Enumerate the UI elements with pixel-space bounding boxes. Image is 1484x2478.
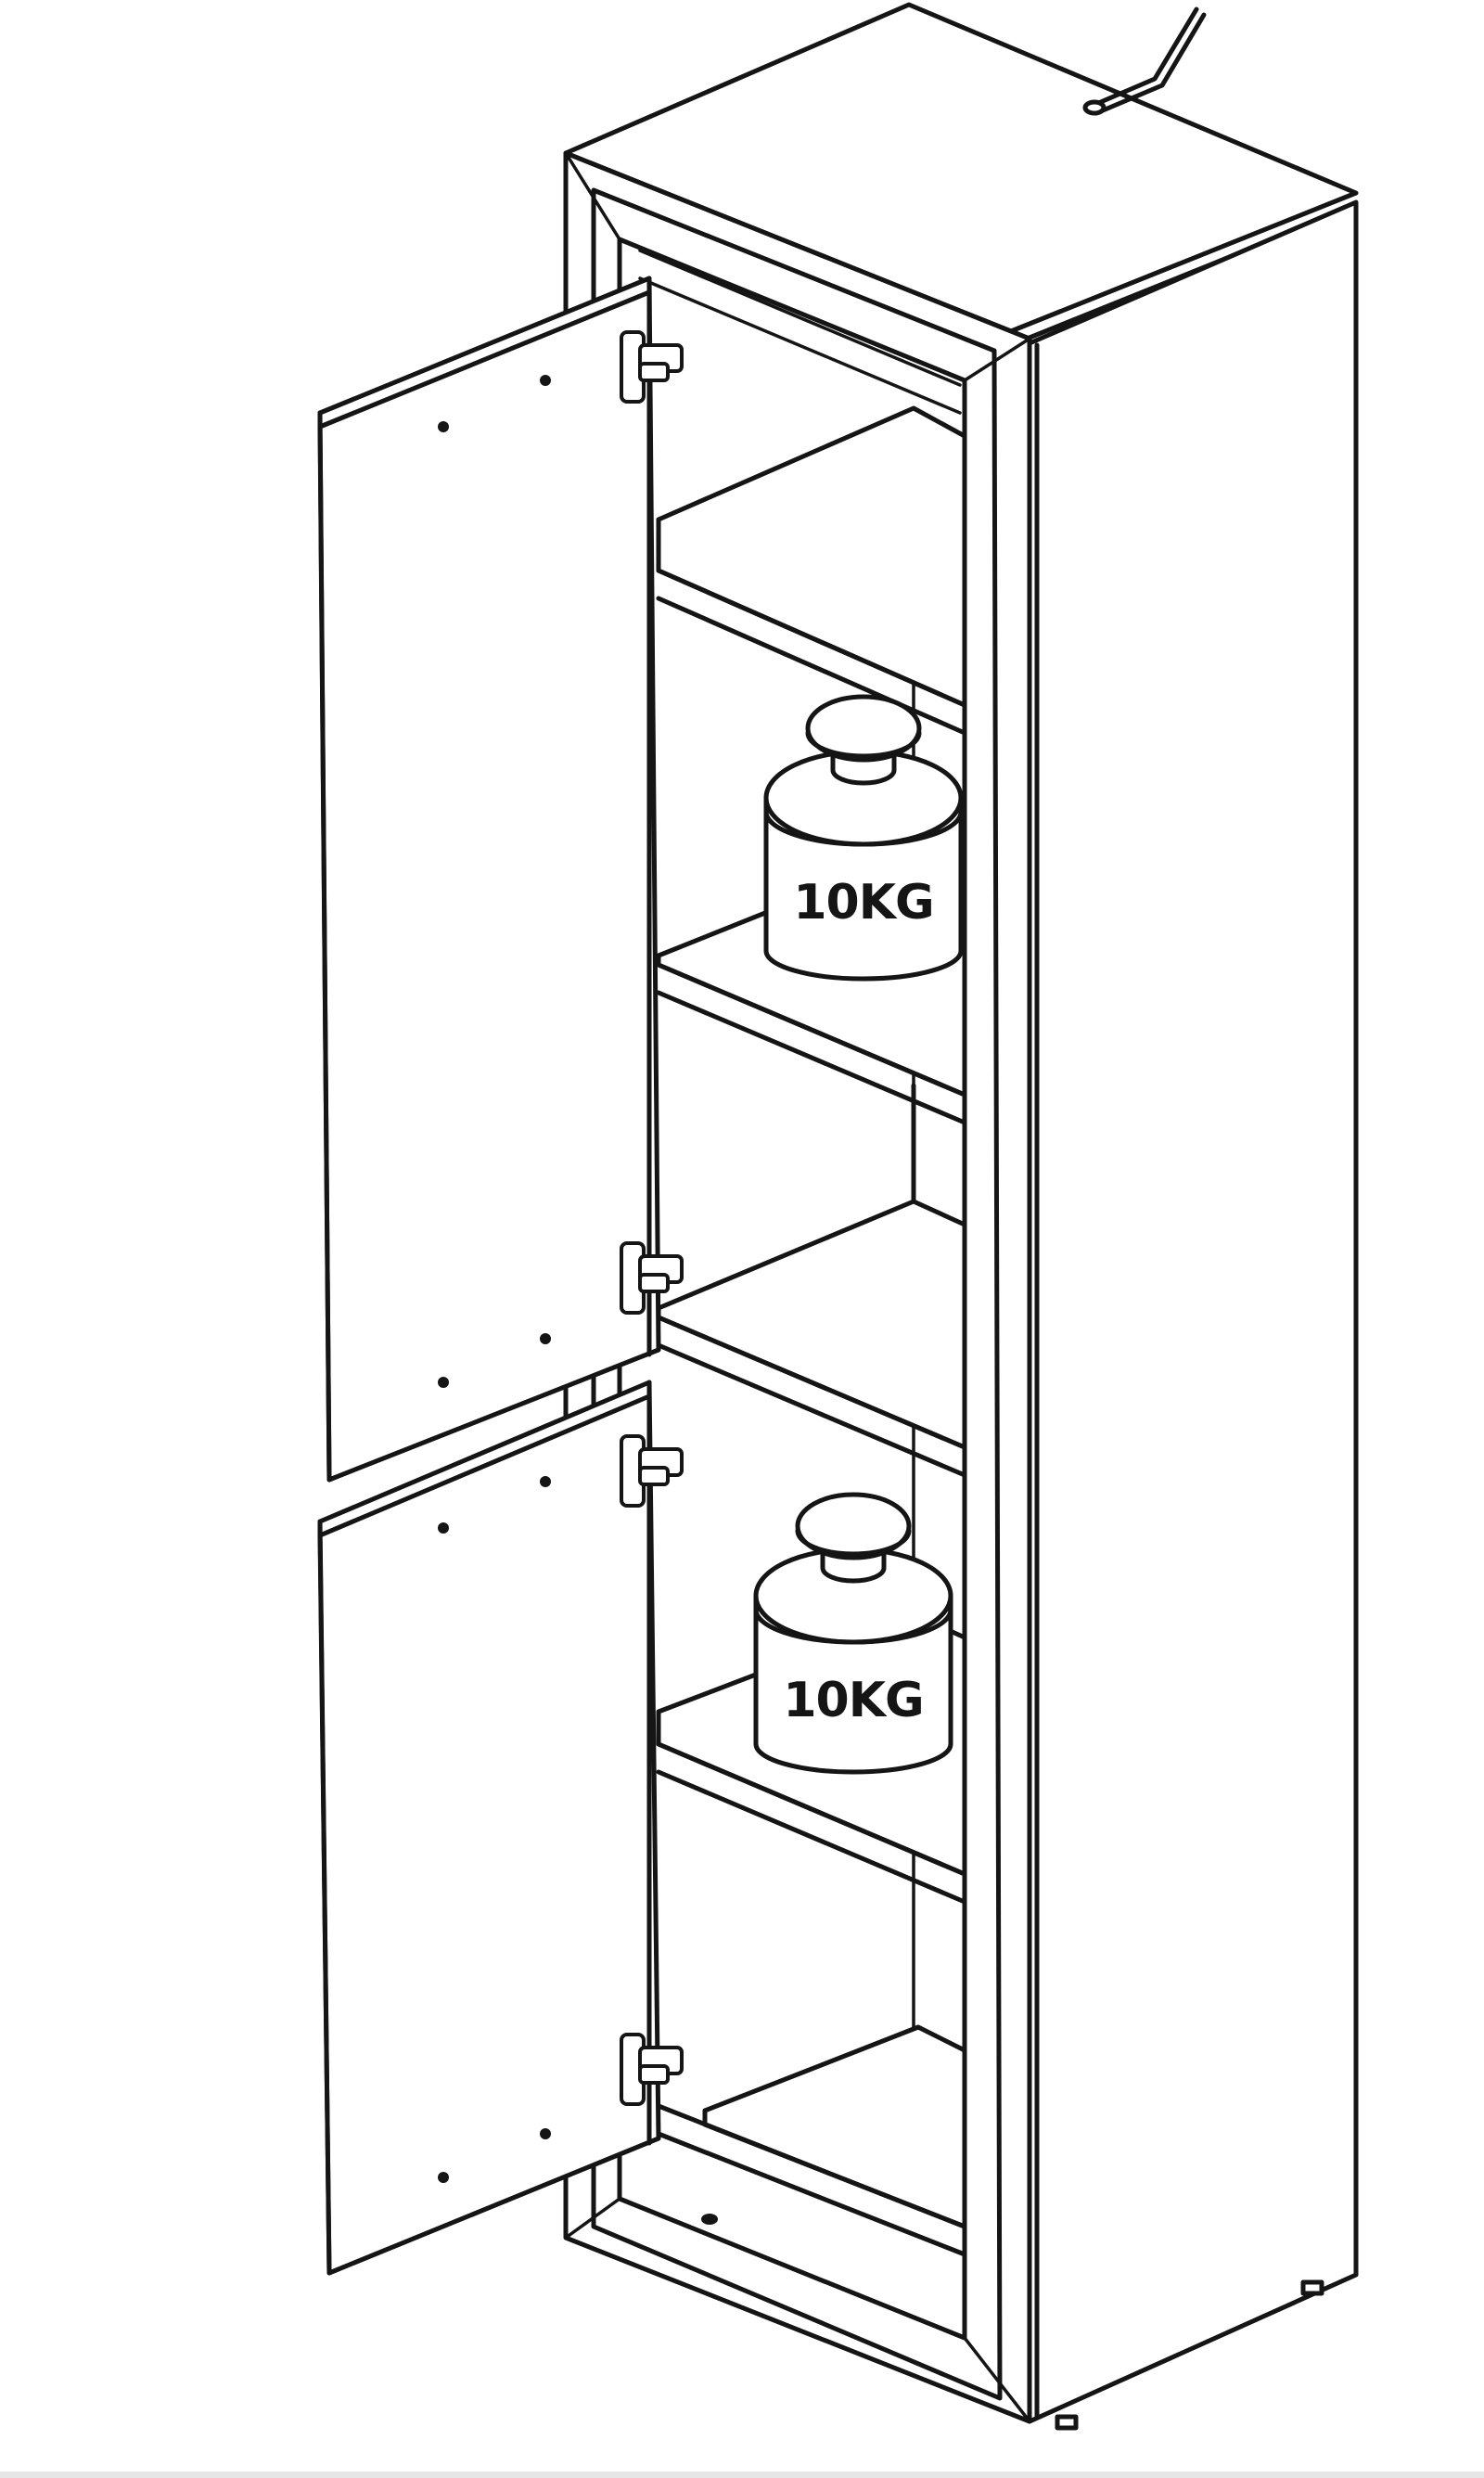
weight-upper: 10KG <box>763 694 964 982</box>
hinge-lower-bottom <box>620 2033 684 2106</box>
bottom-divider <box>0 2472 1484 2478</box>
screw-hole <box>438 421 449 432</box>
screw-hole <box>438 2172 449 2183</box>
screw-hole <box>540 1333 551 1344</box>
lower-door <box>317 1380 661 2276</box>
weight-label-upper: 10KG <box>793 875 933 931</box>
screw-hole <box>540 2128 551 2139</box>
screw-hole <box>540 375 551 386</box>
shelf-bottom <box>656 2024 967 2257</box>
shelf-3 <box>656 1083 967 1478</box>
screw-hole <box>540 1476 551 1487</box>
weight-lower: 10KG <box>753 1492 953 1775</box>
screw-hole <box>438 1377 449 1388</box>
hinge-lower-top <box>620 1434 684 1508</box>
screw-hole <box>438 1522 449 1534</box>
upper-door <box>317 276 661 1483</box>
hinge-upper-top <box>620 330 684 404</box>
hinge-upper-bottom <box>620 1241 684 1315</box>
weight-label-lower: 10KG <box>783 1673 923 1728</box>
shelf-1 <box>656 405 967 736</box>
